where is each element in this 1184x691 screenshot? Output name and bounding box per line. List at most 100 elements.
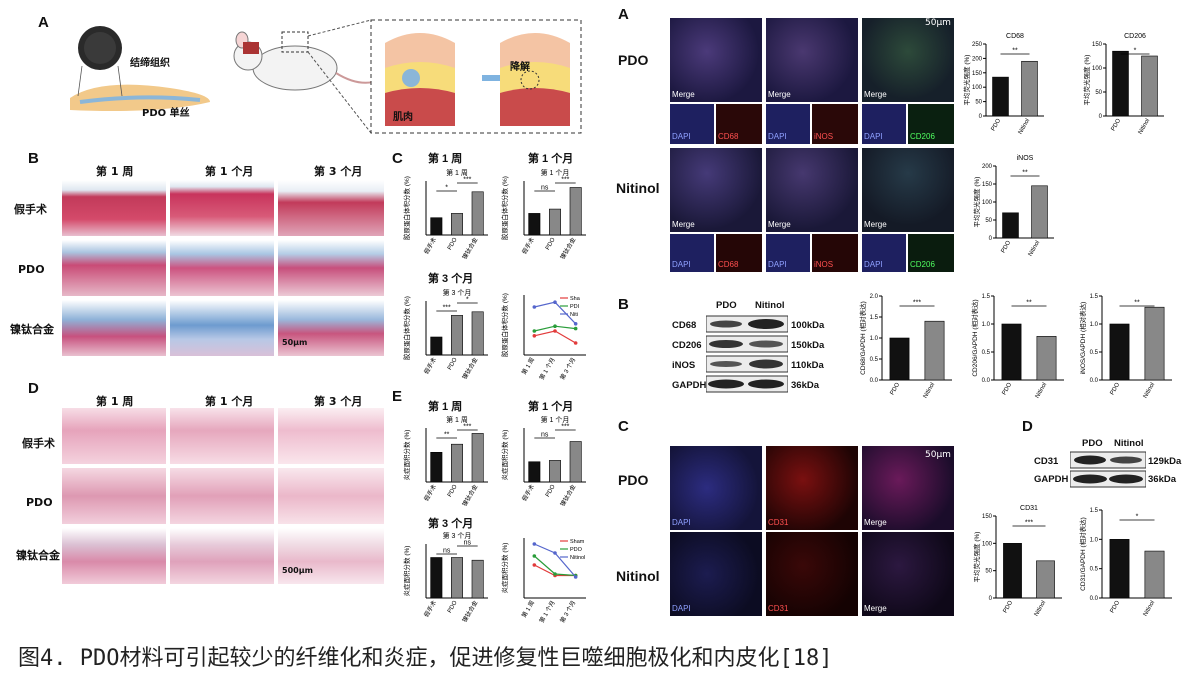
- y-tick-label: 100: [982, 541, 993, 547]
- y-tick-label: 0: [979, 114, 983, 120]
- he-image: [62, 528, 166, 584]
- merge-image: [862, 446, 954, 530]
- chart-title: CD31: [1020, 505, 1038, 512]
- x-tick-label: 假手术: [422, 356, 438, 376]
- wb2-lane-pdo: PDO: [1082, 438, 1103, 449]
- x-tick-label: PDO: [1001, 240, 1013, 255]
- bar: [471, 433, 484, 483]
- cd206-label: CD206: [910, 132, 935, 141]
- data-point: [532, 334, 537, 338]
- cd206-image: [908, 104, 954, 144]
- inos-image: [812, 104, 858, 144]
- sig-label: **: [1022, 170, 1028, 177]
- y-axis-label: 炎症面积分数 (%): [402, 430, 411, 481]
- wb-blot: [706, 315, 788, 393]
- chart-c2-title: 第 1 个月: [528, 153, 574, 165]
- y-axis-label: iNOS/GAPDH (相对表达): [1078, 302, 1087, 375]
- inos-label: iNOS: [814, 132, 834, 141]
- right-panel-a-label: A: [618, 6, 629, 23]
- right-c-row-nitinol: Nitinol: [616, 568, 660, 584]
- x-tick-label: 第 1 个月: [537, 356, 556, 381]
- y-tick-label: 0: [1099, 114, 1103, 120]
- x-tick-label: 第 1 个月: [537, 599, 556, 624]
- right-panel-b-label: B: [618, 296, 629, 313]
- data-point: [532, 305, 537, 309]
- x-tick-label: Nitinol: [1028, 240, 1042, 257]
- merge-image: [862, 18, 954, 102]
- bar: [430, 451, 443, 483]
- wb2-blot: [1070, 451, 1146, 488]
- masson-image: [170, 240, 274, 296]
- sig-label: *: [1136, 514, 1139, 521]
- cd68-label: CD68: [718, 132, 739, 141]
- x-tick-label: PDO: [447, 600, 459, 615]
- bar: [471, 559, 484, 599]
- he-image: [170, 468, 274, 524]
- data-point: [532, 554, 537, 558]
- bar: [569, 187, 582, 236]
- label-degrade: 降解: [510, 62, 530, 73]
- legend-label: Niti: [570, 312, 578, 318]
- masson-image: [62, 240, 166, 296]
- y-axis-label: 胶原蛋白体积分数 (%): [500, 293, 509, 357]
- wb-protein: CD206: [672, 340, 702, 351]
- sig-label: ***: [1025, 520, 1033, 527]
- bar: [1021, 60, 1038, 117]
- x-tick-label: Nitinol: [1034, 600, 1048, 617]
- label-connective: 结缔组织: [130, 58, 170, 69]
- x-tick-label: 假手术: [422, 599, 438, 619]
- y-tick-label: 100: [982, 200, 993, 206]
- bar: [549, 460, 561, 483]
- dapi-label: DAPI: [672, 260, 691, 269]
- right-c-row-pdo: PDO: [618, 472, 649, 488]
- merge-image: [766, 18, 858, 102]
- merge-image: [862, 532, 954, 616]
- chart-c3-title: 第 3 个月: [428, 273, 474, 285]
- x-tick-label: PDO: [447, 237, 459, 252]
- y-tick-label: 0.5: [1090, 567, 1099, 573]
- data-point: [573, 322, 578, 326]
- bar: [1036, 560, 1055, 599]
- y-axis-label: CD31/GAPDH (相对表达): [1078, 517, 1087, 591]
- y-axis-label: 炎症面积分数 (%): [402, 546, 411, 597]
- chart-title: 第 1 周: [446, 168, 468, 177]
- wb-lane-pdo: PDO: [716, 300, 737, 311]
- bar: [1109, 323, 1130, 381]
- panel-b-row-3: 镍钛合金: [10, 323, 54, 336]
- sig-label: *: [1134, 48, 1137, 55]
- left-panel-c-label: C: [392, 150, 403, 167]
- y-tick-label: 50: [985, 569, 992, 575]
- x-tick-label: 镍钛合金: [460, 483, 479, 508]
- bar: [889, 337, 910, 381]
- data-point: [553, 324, 557, 328]
- x-tick-label: PDO: [1110, 382, 1122, 397]
- figure-caption: 图4. PDO材料可引起较少的纤维化和炎症，促进修复性巨噬细胞极化和内皮化[18…: [18, 646, 833, 671]
- x-tick-label: PDO: [545, 484, 557, 499]
- y-axis-label: 平均荧光强度 (%): [972, 532, 981, 583]
- x-tick-label: PDO: [1111, 118, 1123, 133]
- bar: [451, 557, 463, 599]
- bar: [430, 336, 443, 356]
- cd31-label: CD31: [768, 518, 789, 527]
- wb-lane-nitinol: Nitinol: [755, 300, 785, 311]
- x-tick-label: PDO: [447, 484, 459, 499]
- bar: [924, 320, 945, 381]
- x-tick-label: 第 3 个月: [558, 599, 577, 624]
- cd31-image: [766, 532, 858, 616]
- he-image: [62, 408, 166, 464]
- y-tick-label: 50: [985, 218, 992, 224]
- y-axis-label: 平均荧光强度 (%): [972, 177, 981, 228]
- y-tick-label: 0.0: [870, 378, 879, 384]
- bar: [430, 217, 443, 236]
- he-image: [62, 468, 166, 524]
- panel-d-col-3: 第 3 个月: [314, 395, 363, 408]
